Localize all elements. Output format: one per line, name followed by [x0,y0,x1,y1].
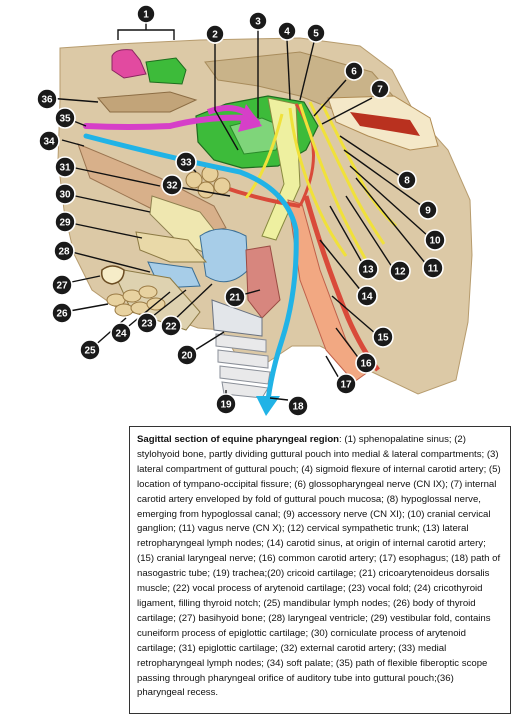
svg-text:18: 18 [292,402,304,413]
svg-text:7: 7 [377,85,383,96]
label-22: 22 [160,315,182,337]
svg-text:32: 32 [166,181,178,192]
trachea [215,333,271,399]
label-2: 2 [205,24,225,44]
label-20: 20 [176,344,198,366]
label-12: 12 [389,260,411,282]
label-13: 13 [357,258,379,280]
fiberoptic-scope-path [83,114,251,130]
cricoid-cartilage [211,299,263,337]
svg-text:23: 23 [141,319,153,330]
mandibular-lymph-nodes [106,285,166,317]
svg-text:5: 5 [313,29,319,40]
svg-text:15: 15 [377,333,389,344]
label-34: 34 [38,130,60,152]
label-17: 17 [335,373,357,395]
label-10: 10 [424,229,446,251]
svg-text:8: 8 [404,176,410,187]
sphenopalatine-sinus-pink [111,49,147,79]
svg-text:17: 17 [340,380,352,391]
svg-text:9: 9 [425,206,431,217]
cricoarytenoideus-dorsalis-muscle [245,245,281,319]
figure-caption: Sagittal section of equine pharyngeal re… [129,426,511,714]
label-32: 32 [161,174,183,196]
svg-text:1: 1 [143,10,149,21]
svg-text:3: 3 [255,17,261,28]
caption-body: : (1) sphenopalatine sinus; (2) stylohyo… [137,434,501,699]
svg-text:11: 11 [428,264,439,275]
label-1: 1 [136,4,156,24]
svg-text:30: 30 [59,190,71,201]
svg-text:25: 25 [84,346,96,357]
label-15: 15 [372,326,394,348]
cranial-nerves [244,101,397,271]
label-24: 24 [110,322,132,344]
label-19: 19 [215,393,237,415]
basihyoid-bone [100,265,125,285]
label-9: 9 [418,200,438,220]
label-30: 30 [54,183,76,205]
label-23: 23 [136,312,158,334]
svg-text:12: 12 [394,267,406,278]
svg-text:22: 22 [165,322,177,333]
svg-text:27: 27 [56,281,68,292]
svg-text:13: 13 [362,265,374,276]
svg-text:24: 24 [115,329,127,340]
svg-text:6: 6 [351,67,357,78]
label-31: 31 [54,156,76,178]
svg-text:26: 26 [56,309,68,320]
svg-text:14: 14 [361,292,373,303]
label-18: 18 [287,395,309,417]
svg-text:16: 16 [360,359,372,370]
svg-text:10: 10 [429,236,441,247]
label-4: 4 [277,21,297,41]
vestibular-fold [135,231,208,263]
svg-text:31: 31 [59,163,71,174]
label-7: 7 [370,79,390,99]
label-3: 3 [248,11,268,31]
scope-arrow-curve [206,105,261,126]
vertebra-marrow [350,112,420,136]
svg-text:4: 4 [284,27,290,38]
label-36: 36 [36,88,58,110]
pharyngeal-diagram: 1 2 3 4 5 6 7 8 9 10 11 12 13 14 15 16 1… [36,4,473,417]
label-14: 14 [356,285,378,307]
label-35: 35 [54,107,76,129]
label-25: 25 [79,339,101,361]
svg-text:29: 29 [59,218,71,229]
label-5: 5 [306,23,326,43]
label-28: 28 [53,240,75,262]
bracket-leader-1 [117,22,175,40]
label-21: 21 [224,286,246,308]
sphenopalatine-sinus-green [145,57,187,85]
svg-text:19: 19 [220,400,232,411]
svg-text:28: 28 [58,247,70,258]
label-26: 26 [51,302,73,324]
label-11: 11 [422,257,444,279]
svg-text:2: 2 [212,30,218,41]
svg-text:35: 35 [59,114,71,125]
caption-title: Sagittal section of equine pharyngeal re… [137,434,340,445]
label-27: 27 [51,274,73,296]
tube-arrow-head [256,396,280,416]
svg-text:21: 21 [229,293,241,304]
svg-text:34: 34 [43,137,55,148]
label-33: 33 [175,151,197,173]
label-29: 29 [54,211,76,233]
svg-text:20: 20 [181,351,193,362]
label-16: 16 [355,352,377,374]
label-8: 8 [397,170,417,190]
pharyngeal-recess [96,91,198,113]
label-6: 6 [344,61,364,81]
svg-text:36: 36 [41,95,53,106]
svg-text:33: 33 [180,158,192,169]
arytenoid-cartilage [199,228,249,283]
